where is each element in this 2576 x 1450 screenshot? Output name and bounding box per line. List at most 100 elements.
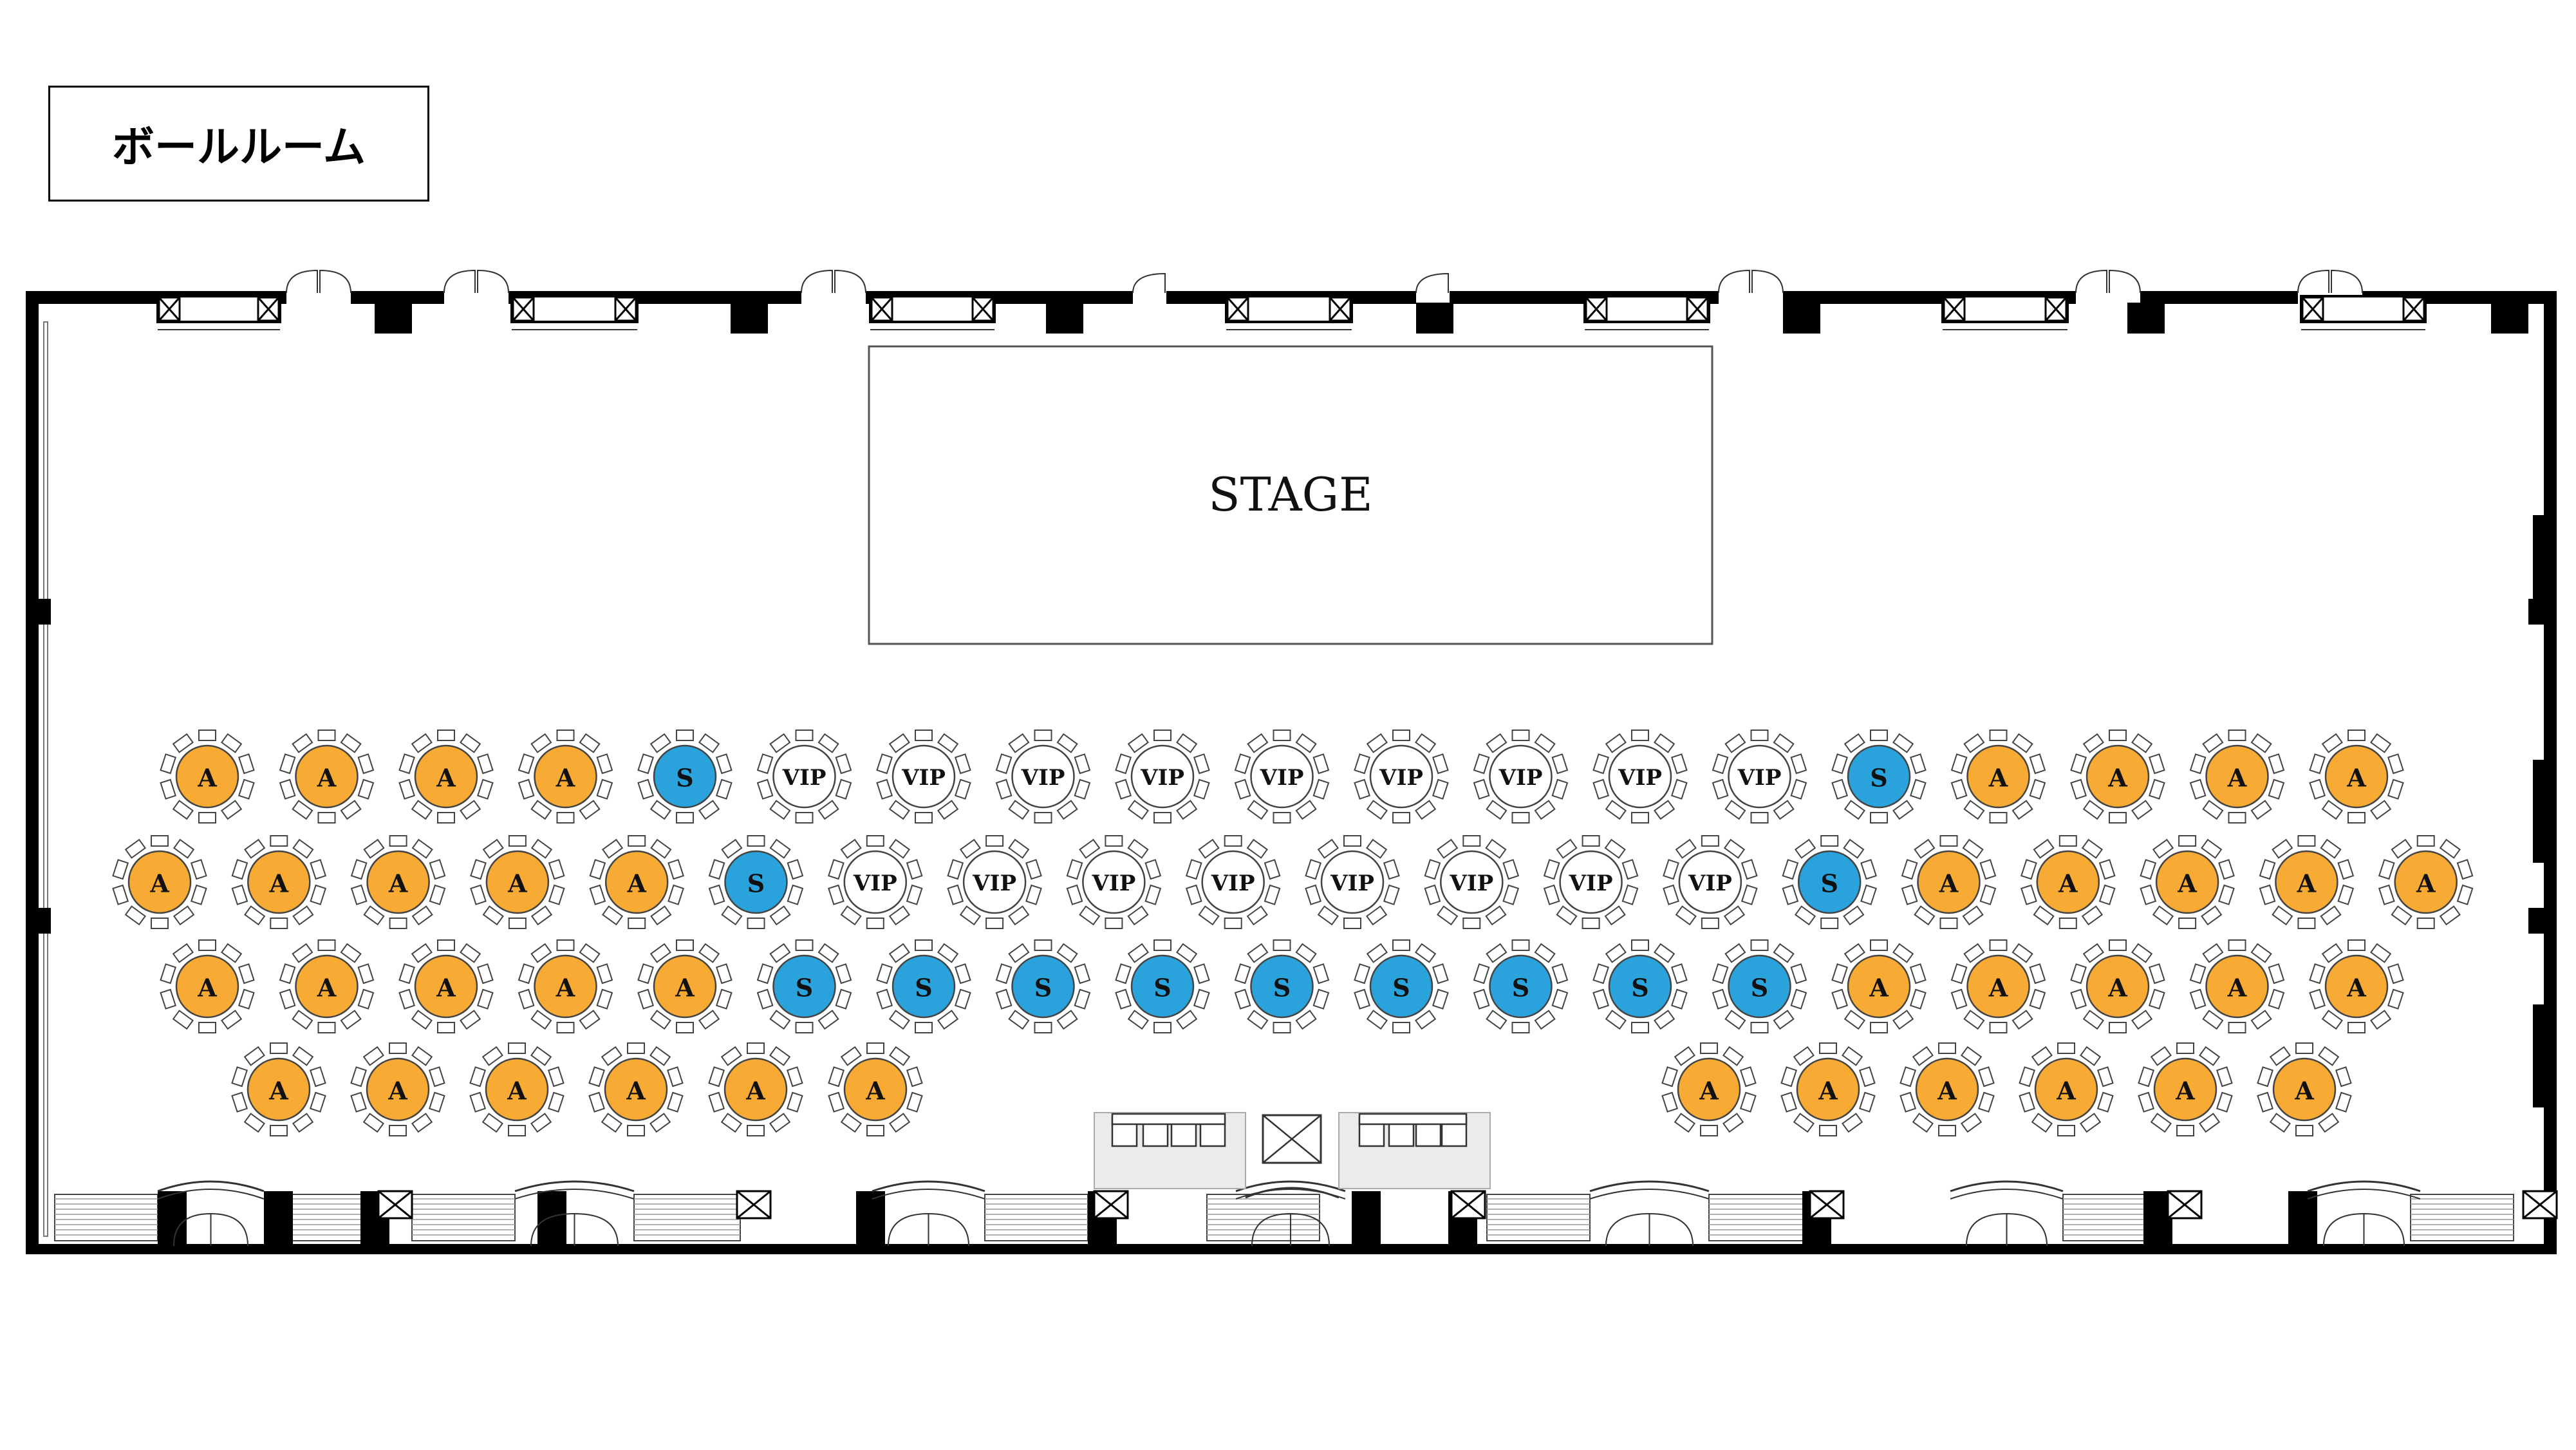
table-r1-c8[interactable]: VIP	[995, 730, 1091, 824]
table-r3-c16[interactable]: A	[1950, 939, 2046, 1033]
table-r1-c16[interactable]: A	[1950, 730, 2046, 824]
table-r4-c10[interactable]: A	[2019, 1042, 2114, 1136]
chair	[2456, 859, 2474, 880]
chair	[2378, 884, 2395, 905]
table-r4-c5[interactable]: A	[708, 1042, 803, 1136]
table-r4-c2[interactable]: A	[350, 1042, 445, 1136]
chair	[876, 778, 893, 800]
table-r3-c14[interactable]: S	[1712, 939, 1807, 1033]
chair	[786, 1091, 803, 1113]
table-r4-c8[interactable]: A	[1780, 1042, 1876, 1136]
chair	[310, 884, 327, 905]
table-r3-c8[interactable]: S	[995, 939, 1091, 1033]
chair	[1392, 812, 1410, 824]
table-r2-c11[interactable]: VIP	[1305, 835, 1400, 929]
table-r3-c4[interactable]: A	[518, 939, 613, 1033]
chair	[756, 753, 774, 775]
chair	[2058, 918, 2077, 929]
pillar	[2491, 303, 2528, 334]
table-r1-c5[interactable]: S	[637, 730, 733, 824]
chair	[1741, 884, 1758, 905]
table-r2-c13[interactable]: VIP	[1543, 835, 1639, 929]
table-r1-c3[interactable]: A	[398, 730, 494, 824]
chair	[2082, 733, 2104, 753]
chair	[840, 838, 862, 859]
pillar-x	[736, 1190, 771, 1219]
table-r3-c18[interactable]: A	[2189, 939, 2285, 1033]
table-r4-c12[interactable]: A	[2257, 1042, 2352, 1136]
table-r2-c17[interactable]: A	[2021, 835, 2116, 929]
table-r1-c6[interactable]: VIP	[756, 730, 852, 824]
chair	[1366, 943, 1388, 963]
table-r1-c12[interactable]: VIP	[1473, 730, 1569, 824]
table-r3-c2[interactable]: A	[279, 939, 375, 1033]
table-r2-c9[interactable]: VIP	[1066, 835, 1162, 929]
table-r1-c9[interactable]: VIP	[1115, 730, 1210, 824]
table-r3-c17[interactable]: A	[2070, 939, 2165, 1033]
table-r4-c4[interactable]: A	[588, 1042, 684, 1136]
table-r4-c1[interactable]: A	[231, 1042, 326, 1136]
chair	[1317, 838, 1339, 859]
table-r1-c4[interactable]: A	[518, 730, 613, 824]
table-r2-c15[interactable]: S	[1782, 835, 1877, 929]
table-r2-c3[interactable]: A	[350, 835, 446, 929]
chair	[2370, 1010, 2392, 1030]
table-r3-c6[interactable]: S	[756, 939, 852, 1033]
table-r3-c1[interactable]: A	[160, 939, 255, 1033]
table-r2-c16[interactable]: A	[1901, 835, 1997, 929]
table-r2-c2[interactable]: A	[231, 835, 327, 929]
table-r4-c3[interactable]: A	[469, 1042, 565, 1136]
table-r4-c9[interactable]: A	[1899, 1042, 1995, 1136]
table-r2-c10[interactable]: VIP	[1185, 835, 1281, 929]
table-r2-c5[interactable]: A	[589, 835, 684, 929]
chair	[1415, 1010, 1437, 1030]
table-r3-c11[interactable]: S	[1354, 939, 1449, 1033]
table-r1-c1[interactable]: A	[160, 730, 255, 824]
table-r1-c10[interactable]: VIP	[1234, 730, 1330, 824]
table-r2-c1[interactable]: A	[112, 835, 207, 929]
table-r3-c15[interactable]: A	[1831, 939, 1927, 1033]
chair	[221, 943, 243, 963]
table-r3-c10[interactable]: S	[1234, 939, 1330, 1033]
table-r1-c13[interactable]: VIP	[1592, 730, 1688, 824]
table-r4-c11[interactable]: A	[2138, 1042, 2233, 1136]
table-r2-c14[interactable]: VIP	[1663, 835, 1758, 929]
table-r1-c17[interactable]: A	[2070, 730, 2165, 824]
chair	[2070, 778, 2087, 800]
chair	[2347, 939, 2366, 951]
table-r2-c18[interactable]: A	[2140, 835, 2235, 929]
table-r3-c13[interactable]: S	[1592, 939, 1688, 1033]
table-r1-c7[interactable]: VIP	[876, 730, 971, 824]
table-label: VIP	[1211, 871, 1255, 896]
chair	[579, 1010, 601, 1030]
table-r1-c14[interactable]: VIP	[1712, 730, 1807, 824]
table-r3-c5[interactable]: A	[637, 939, 733, 1033]
table-r1-c18[interactable]: A	[2189, 730, 2285, 824]
table-label: A	[2346, 764, 2366, 793]
wall-pilaster	[2533, 760, 2544, 863]
table-r3-c9[interactable]: S	[1115, 939, 1210, 1033]
table-r4-c7[interactable]: A	[1661, 1042, 1757, 1136]
table-top	[1011, 744, 1075, 809]
table-r2-c20[interactable]: A	[2378, 835, 2474, 929]
table-r2-c4[interactable]: A	[470, 835, 565, 929]
table-r3-c3[interactable]: A	[398, 939, 494, 1033]
table-r1-c19[interactable]: A	[2309, 730, 2404, 824]
table-label: A	[269, 869, 289, 898]
table-r2-c6[interactable]: S	[708, 835, 804, 929]
chair	[1842, 1113, 1863, 1133]
table-r1-c15[interactable]: S	[1831, 730, 1927, 824]
chair	[995, 963, 1013, 984]
table-r2-c8[interactable]: VIP	[947, 835, 1042, 929]
table-r1-c11[interactable]: VIP	[1354, 730, 1449, 824]
table-r3-c7[interactable]: S	[876, 939, 971, 1033]
table-r2-c12[interactable]: VIP	[1424, 835, 1520, 929]
chair	[292, 905, 314, 926]
table-r4-c6[interactable]: A	[828, 1042, 923, 1136]
table-r1-c2[interactable]: A	[279, 730, 375, 824]
table-r3-c12[interactable]: S	[1473, 939, 1569, 1033]
chair	[1722, 1113, 1744, 1133]
table-r2-c19[interactable]: A	[2259, 835, 2355, 929]
table-r3-c19[interactable]: A	[2309, 939, 2404, 1033]
table-r2-c7[interactable]: VIP	[828, 835, 923, 929]
